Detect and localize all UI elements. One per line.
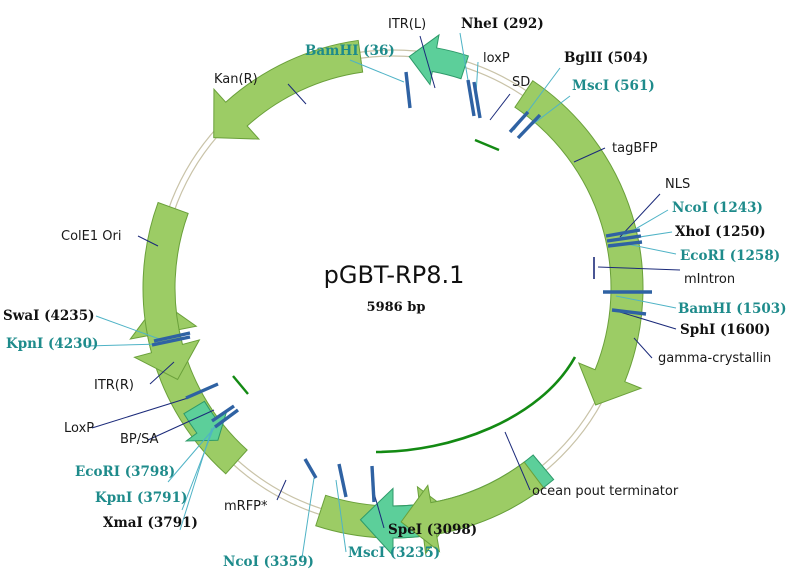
feature-label-mrfp: mRFP* [224,499,268,514]
feature-label-nls: NLS [665,177,690,192]
site-label-ecori-1258: EcoRI (1258) [680,248,780,264]
tagbfp-arrow [514,80,644,406]
itr-r-arrow [183,400,228,442]
site-label-ecori-3798: EcoRI (3798) [75,464,175,480]
site-tick-10 [303,458,318,479]
site-tick-2 [472,81,482,119]
site-tick-13 [211,404,235,423]
site-label-msci-561: MscI (561) [572,78,655,94]
feature-label-itr-r: ITR(R) [94,378,134,393]
leader-line-6 [489,93,511,121]
kan-arrow [213,39,364,140]
site-label-nhei-292: NheI (292) [461,16,544,32]
site-tick-0 [404,71,412,109]
leader-line-1 [419,35,436,89]
site-tick-4 [516,113,542,140]
leader-line-7 [287,83,307,105]
leader-line-17 [504,431,531,491]
feature-label-cole1: ColE1 Ori [61,229,121,244]
ocean-terminator-arc [375,356,577,454]
leader-line-21 [276,479,287,501]
site-label-ncoi-1243: NcoI (1243) [672,200,763,216]
site-tick-16 [153,331,191,343]
feature-label-itr-l: ITR(L) [388,17,426,32]
itr-l-arrow [408,33,470,86]
leader-line-24 [167,425,217,483]
leader-line-25 [147,409,215,441]
feature-label-loxp-top: loxP [483,51,510,66]
cole1-ori-arrow [133,201,201,381]
feature-label-mintron: mIntron [684,272,735,287]
sd-mark [474,138,500,152]
leader-line-28 [95,315,163,341]
tick-layer [151,71,652,503]
plasmid-name: pGBT-RP8.1 [324,261,465,289]
feature-label-tagbfp: tagBFP [612,141,658,156]
site-label-ncoi-3359: NcoI (3359) [223,554,314,570]
bpsa-mark [232,375,249,395]
site-label-xhoi-1250: XhoI (1250) [675,224,766,240]
leader-line-0 [349,59,405,83]
leader-line-13 [597,266,681,271]
site-label-bamhi-36: BamHI (36) [305,43,395,59]
site-tick-11 [337,463,348,498]
site-tick-1 [466,79,476,117]
leader-line-23 [181,426,215,511]
site-label-bamhi-1503: BamHI (1503) [678,301,787,317]
feature-label-gamma: gamma-crystallin [658,351,771,366]
feature-layer [129,33,644,557]
site-label-msci-3235: MscI (3235) [348,545,440,561]
site-tick-17 [185,382,219,400]
site-label-swai-4235: SwaI (4235) [3,308,94,324]
leader-line-26 [91,397,189,429]
leader-line-27 [149,361,175,385]
site-label-sphi-1600: SphI (1600) [680,322,770,338]
feature-label-sd: SD [512,75,530,90]
site-tick-5 [605,228,641,238]
feature-label-kan: Kan(R) [214,72,258,87]
leader-line-30 [137,235,159,247]
leader-line-29 [85,343,163,347]
site-tick-3 [508,110,530,134]
mark-layer [232,138,595,454]
leader-line-16 [633,337,653,359]
feature-label-ocean: ocean pout terminator [532,484,679,499]
leader-line-19 [335,479,347,553]
site-tick-14 [213,408,240,429]
mrfp-arrow [400,461,545,553]
leader-line-20 [301,477,315,559]
leader-line-15 [619,311,677,330]
site-label-bglii-504: BglII (504) [564,50,648,66]
site-label-kpni-3791: KpnI (3791) [95,490,187,506]
leader-line-14 [615,295,677,309]
feature-label-loxp-left: LoxP [64,421,94,436]
site-tick-7 [607,240,643,248]
plasmid-size: 5986 bp [367,300,426,315]
site-label-kpni-4230: KpnI (4230) [6,336,98,352]
feature-label-bpsa: BP/SA [120,432,159,447]
site-tick-6 [606,234,642,243]
site-tick-15 [151,335,191,347]
leader-line-9 [619,193,661,238]
site-tick-12 [370,465,376,503]
site-label-spei-3098: SpeI (3098) [388,522,477,538]
site-label-xmai-3791: XmaI (3791) [103,515,198,531]
site-tick-9 [611,308,647,316]
leader-line-8 [573,147,606,163]
